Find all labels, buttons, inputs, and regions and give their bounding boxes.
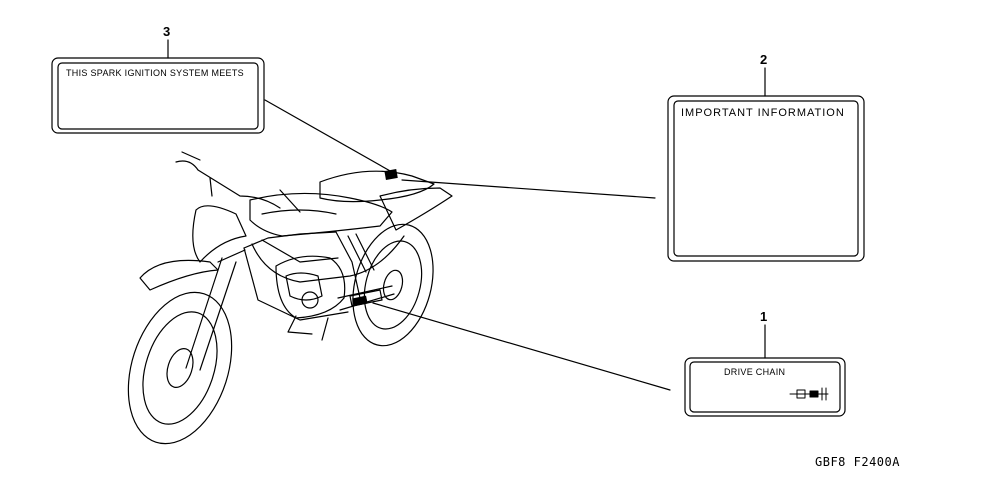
important-information-label-text: IMPORTANT INFORMATION [681, 107, 845, 119]
callout-number-1: 1 [760, 309, 768, 324]
drive-chain-label [684, 357, 846, 417]
spark-ignition-label [51, 57, 265, 134]
diagram-code: GBF8 F2400A [815, 455, 900, 469]
leader-2-to-bike [401, 179, 656, 199]
motorcycle-illustration [127, 151, 453, 445]
leader-3-to-bike [264, 99, 393, 173]
callout-number-2: 2 [760, 52, 768, 67]
drive-chain-label-text: DRIVE CHAIN [724, 367, 786, 377]
leader-1-to-bike [372, 302, 671, 391]
spark-ignition-label-text: THIS SPARK IGNITION SYSTEM MEETS [66, 68, 244, 78]
important-information-label [667, 95, 865, 262]
chain-adjuster-icon [789, 387, 829, 401]
callout-number-3: 3 [163, 24, 171, 39]
